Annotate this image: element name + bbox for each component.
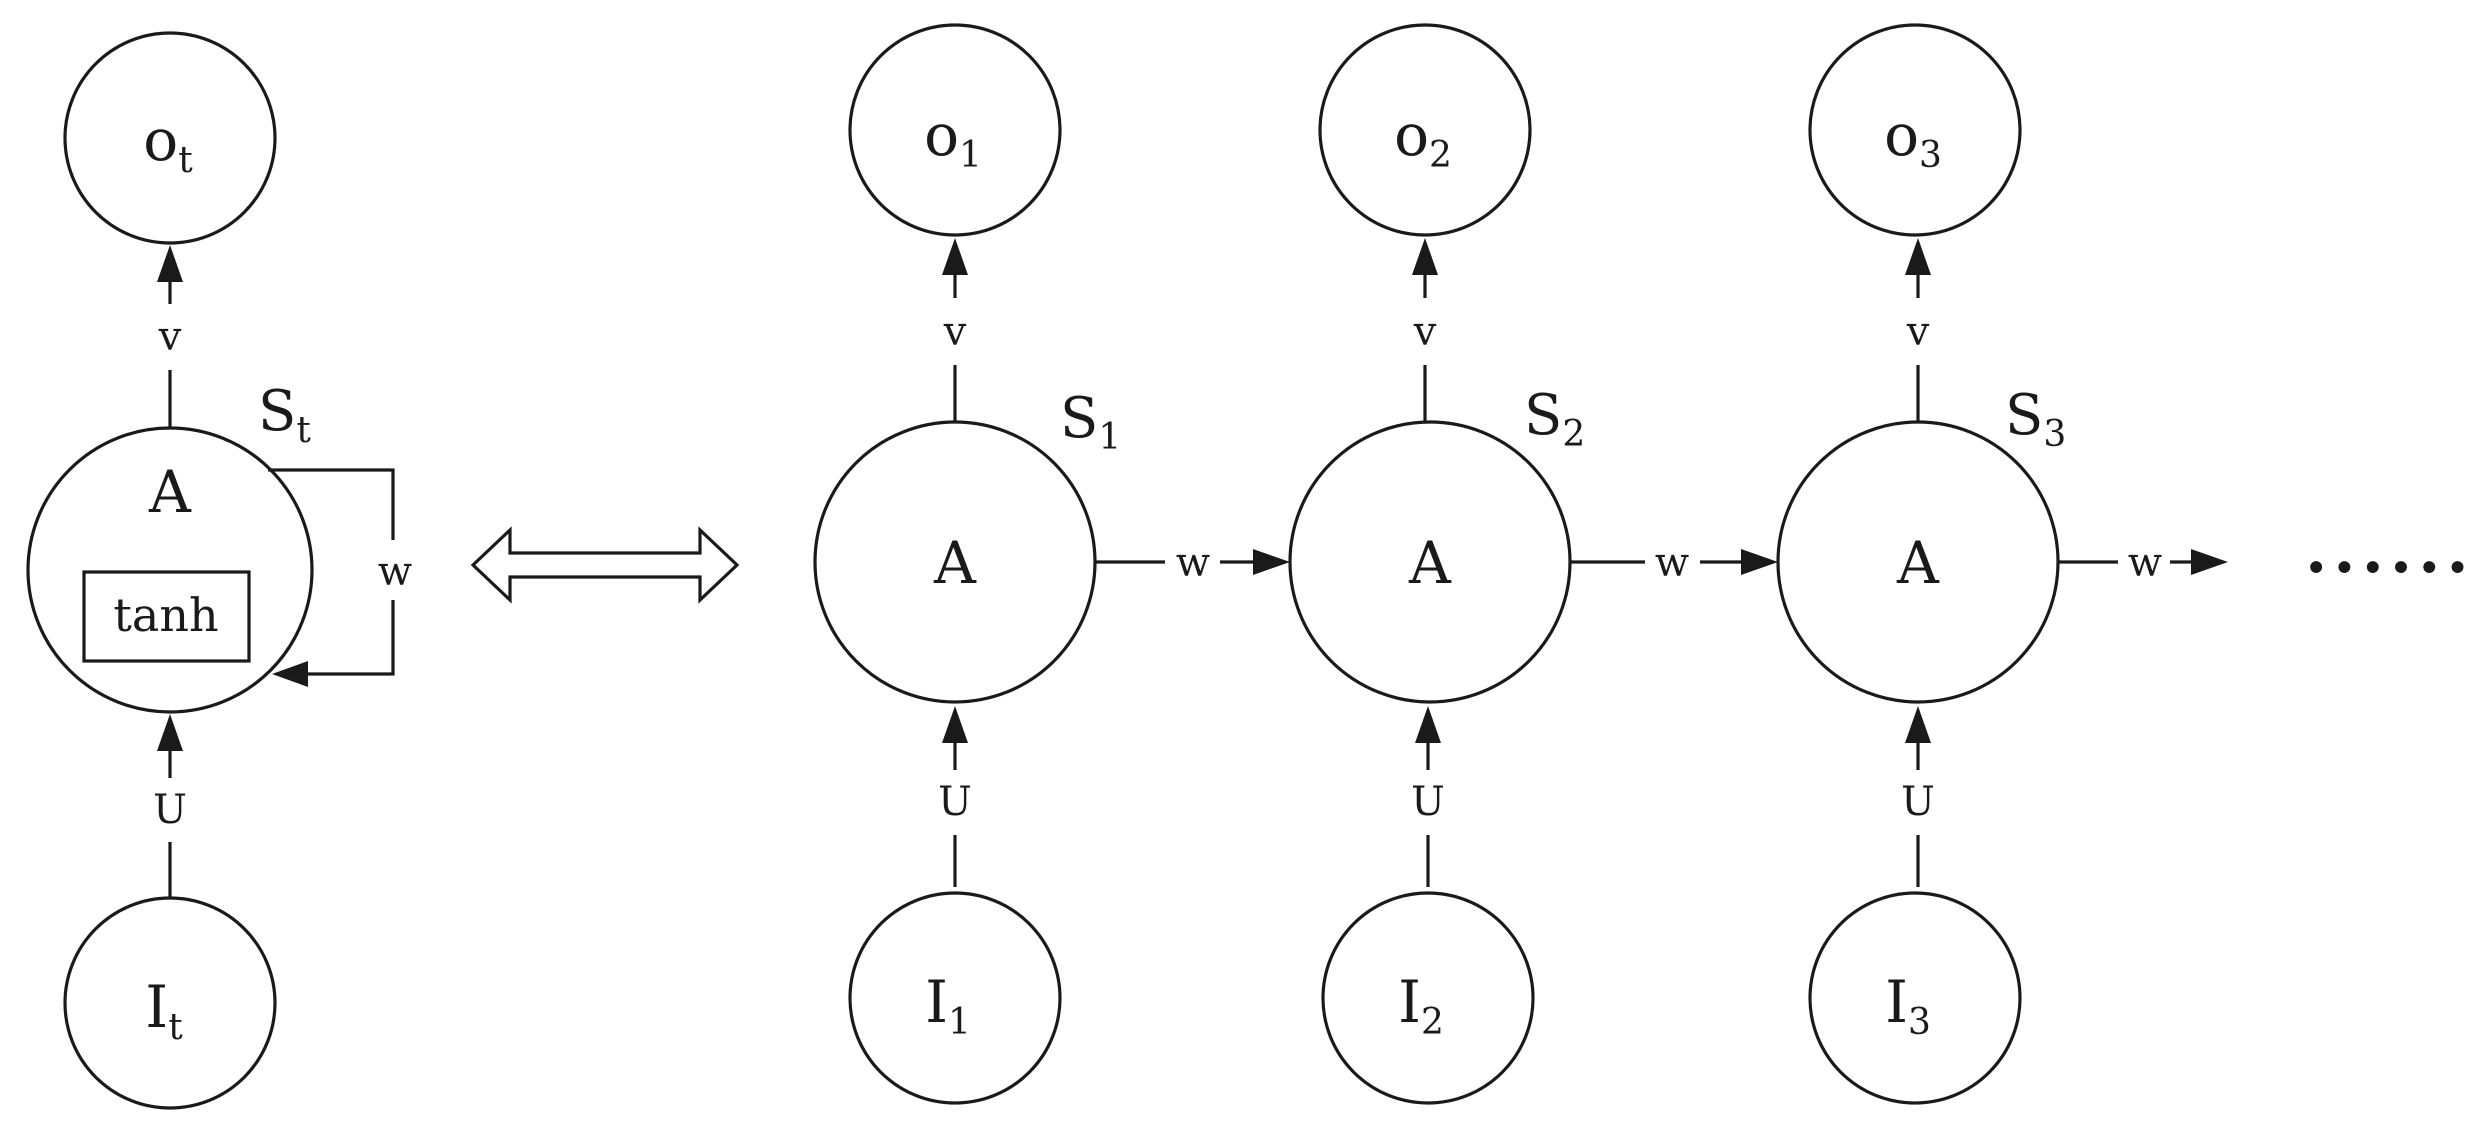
folded-w-label: w (378, 549, 412, 595)
step2-v-label: v (1413, 309, 1437, 355)
step1-u-label: U (938, 779, 972, 825)
folded-cell-label: A (148, 458, 192, 526)
step3-w-arrowhead (2191, 549, 2228, 575)
step2-v-arrowhead (1412, 238, 1438, 275)
tanh-box (82, 570, 251, 663)
step3-input-node (1808, 891, 2022, 1105)
step1-input-node (848, 891, 1062, 1105)
step2-output-node (1318, 23, 1532, 237)
folded-v-label: v (158, 314, 182, 360)
unrolled-step-3: o3 v A S3 U I3 w (1776, 23, 2228, 1105)
step3-u-label: U (1901, 779, 1935, 825)
step1-u-arrowhead (942, 706, 968, 743)
step1-output-label: o1 (924, 101, 982, 176)
unrolled-step-2: o2 v A S2 U I2 w (1288, 23, 1778, 1105)
folded-u-label: U (153, 787, 187, 833)
step3-output-label: o3 (1884, 101, 1942, 176)
step1-w-arrowhead (1253, 549, 1290, 575)
step3-v-arrowhead (1905, 238, 1931, 275)
unrolled-step-1: o1 v A S1 U I1 w (813, 23, 1290, 1105)
step1-output-node (848, 23, 1062, 237)
step1-v-label: v (943, 309, 967, 355)
step2-input-node (1321, 891, 1535, 1105)
step3-w-label: w (2128, 540, 2162, 586)
step2-w-arrowhead (1741, 549, 1778, 575)
equivalence-double-arrow (470, 526, 740, 604)
step3-cell-label: A (1896, 529, 1940, 597)
step3-state-label: S3 (2005, 383, 2066, 455)
folded-v-arrowhead (157, 245, 183, 282)
folded-cell-node (26, 426, 314, 714)
folded-input-label: It (145, 973, 183, 1048)
step2-cell-label: A (1408, 529, 1452, 597)
step3-input-label: I3 (1885, 968, 1931, 1043)
step3-u-arrowhead (1905, 706, 1931, 743)
step2-w-label: w (1655, 540, 1689, 586)
folded-state-label: St (258, 379, 311, 451)
step1-w-label: w (1176, 540, 1210, 586)
step1-input-label: I1 (925, 968, 971, 1043)
folded-rnn: ot v A tanh St w U It (26, 31, 412, 1110)
step1-cell-label: A (933, 529, 977, 597)
folded-output-label: ot (143, 106, 193, 181)
tanh-label: tanh (113, 588, 218, 642)
folded-w-loop-top (268, 468, 395, 540)
step2-output-label: o2 (1394, 101, 1452, 176)
step3-output-node (1808, 23, 2022, 237)
continuation-ellipsis: ...... (2305, 513, 2470, 588)
step3-v-label: v (1906, 309, 1930, 355)
folded-input-node (63, 896, 277, 1110)
step2-u-label: U (1411, 779, 1445, 825)
folded-w-arrowhead (272, 661, 308, 687)
step2-input-label: I2 (1398, 968, 1444, 1043)
folded-w-loop-bottom (300, 600, 395, 676)
step2-u-arrowhead (1415, 706, 1441, 743)
folded-u-arrowhead (157, 714, 183, 751)
step1-state-label: S1 (1060, 386, 1121, 458)
step1-v-arrowhead (942, 238, 968, 275)
folded-output-node (63, 31, 277, 245)
step2-state-label: S2 (1524, 383, 1585, 455)
